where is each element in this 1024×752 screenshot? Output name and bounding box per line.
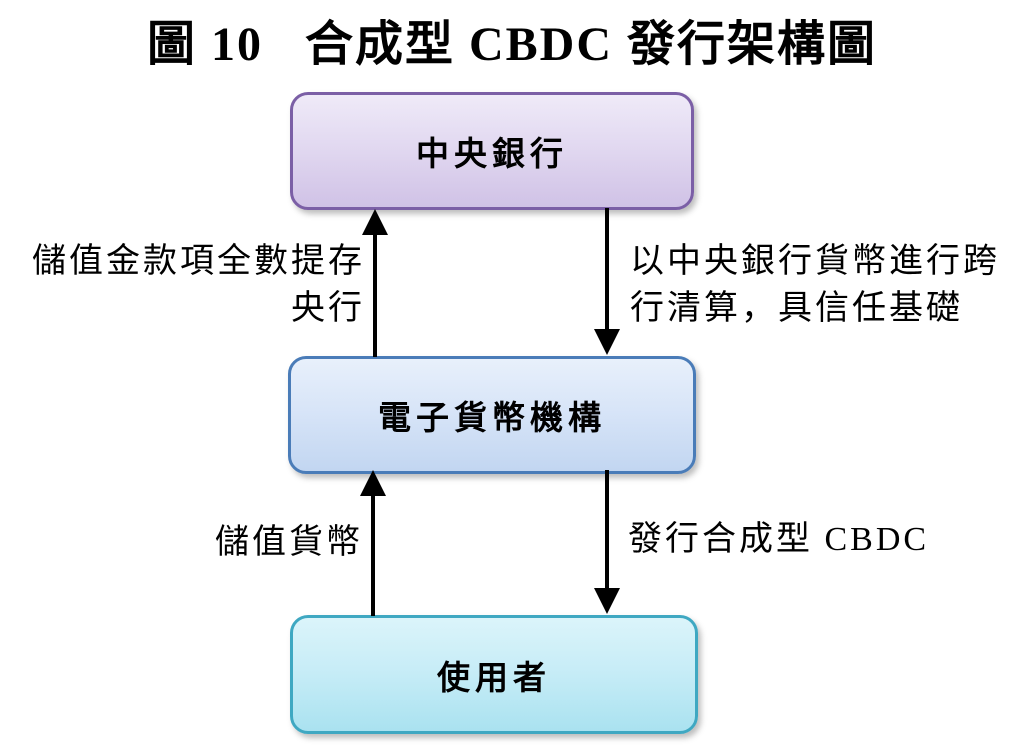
figure-number: 圖 10 [146,18,263,71]
node-central-bank-label: 中央銀行 [416,137,568,173]
edge-label-issue-cbdc: 發行合成型 CBDC [628,521,930,558]
edge-label-deposit: 儲值金款項全數提存 央行 [32,238,365,332]
arrow-line-clearing-down [605,208,609,332]
node-user: 使用者 [290,615,698,734]
arrowhead-up-icon [360,470,386,496]
arrowhead-up-icon [362,209,388,235]
arrow-line-deposit-up [373,230,377,357]
edge-label-clearing-line2: 行清算，具信任基礎 [630,290,963,327]
arrowhead-down-icon [594,329,620,355]
edge-label-store-value: 儲值貨幣 [215,524,363,561]
edge-label-clearing-line1: 以中央銀行貨幣進行跨 [630,243,1000,280]
arrow-line-issue-down [605,470,609,591]
arrow-line-storevalue-up [371,493,375,616]
node-central-bank: 中央銀行 [290,92,694,210]
arrowhead-down-icon [594,588,620,614]
figure-title-text: 合成型 CBDC 發行架構圖 [305,18,878,71]
node-user-label: 使用者 [437,660,551,697]
edge-label-deposit-line1: 儲值金款項全數提存 [32,243,365,280]
edge-label-clearing: 以中央銀行貨幣進行跨 行清算，具信任基礎 [630,238,1000,332]
node-emoney-institution-label: 電子貨幣機構 [378,401,606,437]
figure-title: 圖 10 合成型 CBDC 發行架構圖 [0,4,1024,74]
node-emoney-institution: 電子貨幣機構 [288,356,696,474]
edge-label-deposit-line2: 央行 [291,290,365,327]
